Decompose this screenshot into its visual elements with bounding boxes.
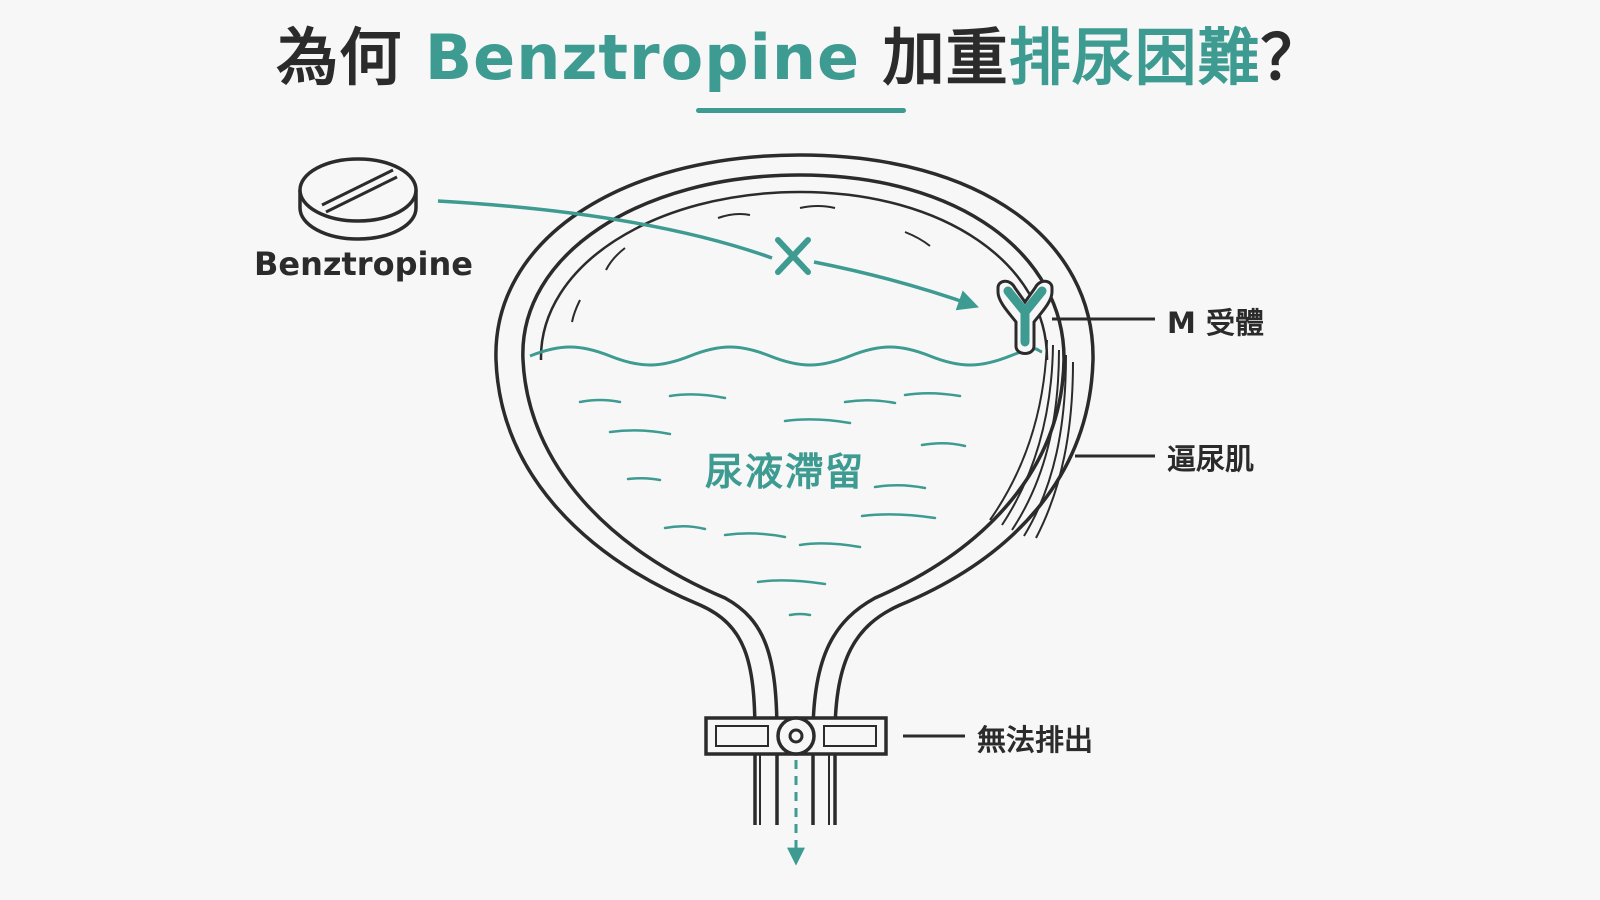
wall-texture — [571, 205, 931, 323]
title-part-question: ？ — [1260, 21, 1324, 94]
detrusor-label: 逼尿肌 — [1167, 442, 1255, 476]
outlet-label: 無法排出 — [977, 723, 1094, 757]
bladder-outer-wall — [494, 153, 1095, 825]
receptor-label: M 受體 — [1167, 306, 1264, 340]
drug-path-arrow — [813, 260, 979, 311]
title-part-why: 為何 — [276, 21, 425, 94]
title-underline — [696, 108, 906, 113]
x-block-icon — [775, 237, 811, 275]
title-part-drug: Benztropine — [424, 21, 861, 94]
closed-valve-icon — [704, 716, 888, 756]
drug-label: Benztropine — [254, 245, 473, 283]
page-title: 為何 Benztropine 加重排尿困難？ — [0, 18, 1600, 98]
bladder-lining — [539, 190, 1049, 361]
pill-icon — [298, 157, 418, 241]
title-part-worsens: 加重 — [860, 21, 1009, 94]
title-part-dysuria: 排尿困難 — [1008, 21, 1261, 94]
urine-surface — [529, 345, 1043, 367]
y-receptor-icon — [996, 279, 1054, 355]
bladder-inner-wall — [521, 173, 1066, 825]
urine-retention-label: 尿液滯留 — [705, 450, 866, 494]
drug-path-line — [437, 199, 773, 260]
detrusor-fibers — [989, 339, 1074, 539]
urine-ripples — [578, 392, 967, 617]
